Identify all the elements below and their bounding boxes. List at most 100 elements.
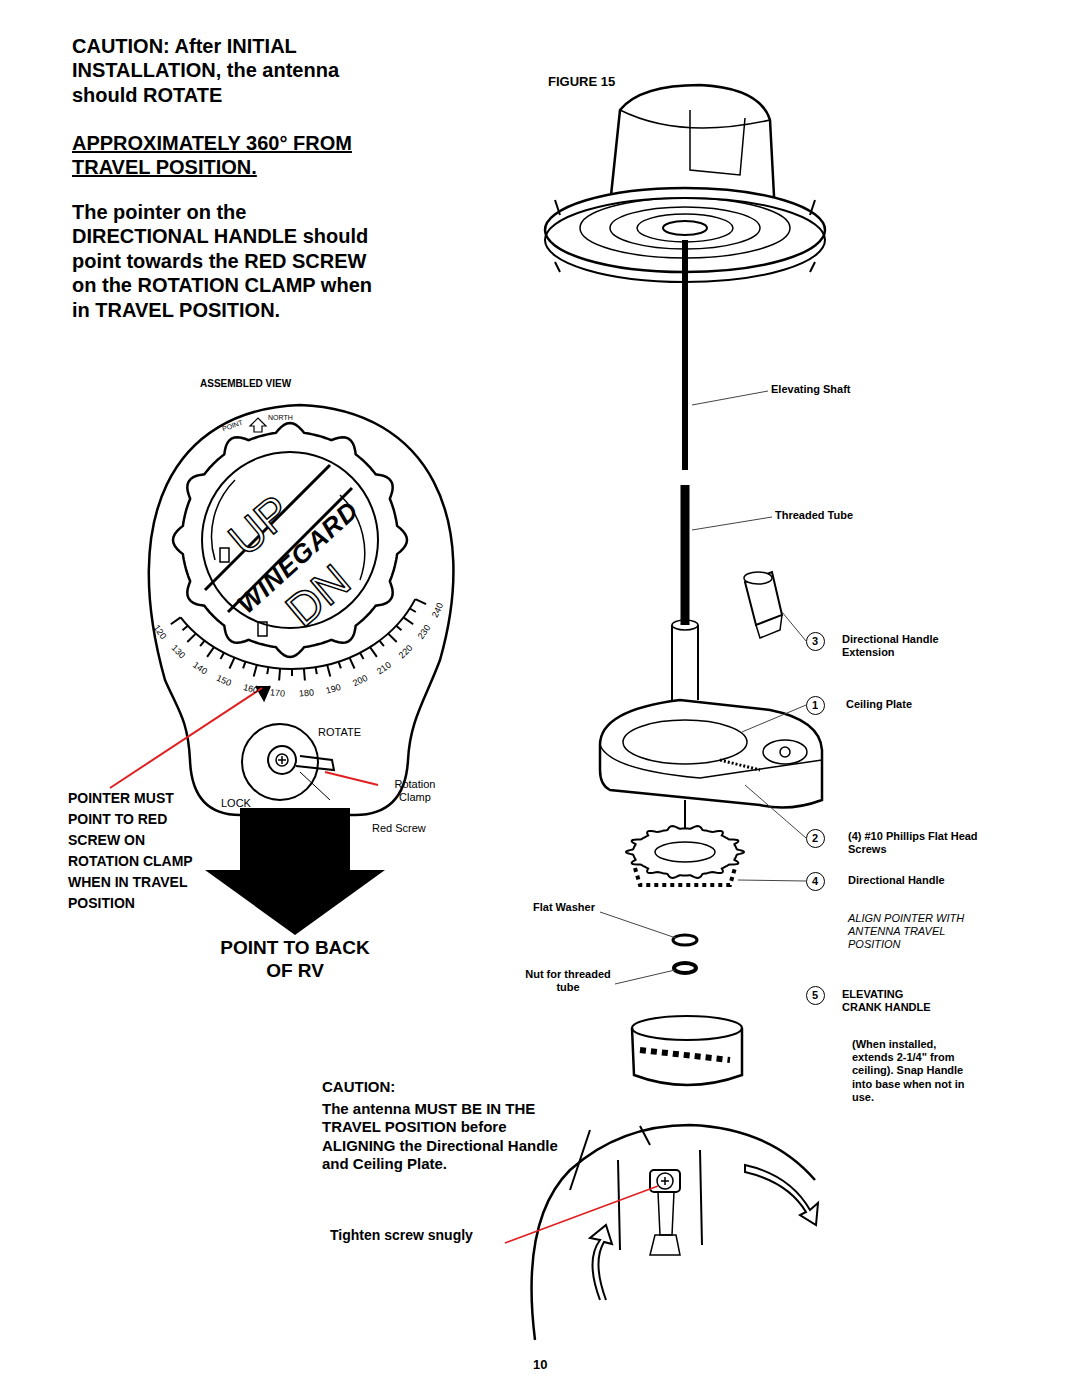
part-label: 10 — [533, 1357, 547, 1373]
drawing-part — [672, 620, 698, 630]
instruction-text: POINTER MUST POINT TO RED SCREW ON ROTAT… — [68, 788, 193, 914]
drawing-part — [780, 747, 790, 757]
drawing-part — [763, 740, 807, 764]
drawing-part — [650, 1235, 680, 1255]
part-label: Ceiling Plate — [846, 698, 912, 711]
part-label: Rotation Clamp — [380, 778, 450, 804]
drawing-part — [650, 1170, 680, 1192]
scale-tick — [350, 658, 355, 669]
scale-number: 130 — [169, 642, 187, 660]
drawing-part — [258, 622, 267, 636]
scale-number: 210 — [375, 659, 394, 676]
callout-number: 3 — [806, 632, 825, 651]
scale-tick — [410, 609, 416, 613]
part-label: ALIGN POINTER WITH ANTENNA TRAVEL POSITI… — [848, 912, 973, 952]
scale-tick — [291, 669, 293, 676]
drawing-part — [149, 405, 454, 815]
part-label: Threaded Tube — [775, 509, 853, 522]
red-leader — [110, 688, 262, 788]
drawing-part — [626, 826, 744, 878]
part-label: ASSEMBLED VIEW — [200, 378, 291, 390]
drawing-part — [635, 868, 735, 885]
scale-tick — [388, 634, 397, 642]
part-label: POINT TO BACK OF RV — [205, 937, 385, 983]
drawing-part — [268, 746, 296, 774]
scale-number: 240 — [430, 601, 446, 619]
drawing-part — [661, 1177, 669, 1185]
drawing-part — [657, 1173, 673, 1189]
drawing-part — [681, 485, 690, 625]
scale-tick — [396, 626, 401, 631]
drawing-part — [742, 705, 806, 732]
scale-tick — [360, 653, 364, 659]
part-label: Directional Handle — [848, 874, 948, 887]
drawing-part — [637, 214, 733, 242]
scale-tick — [370, 647, 377, 657]
part-label: (When installed, extends 2-1/4" from cei… — [852, 1038, 967, 1104]
scale-tick — [316, 667, 317, 674]
scale-tick — [171, 617, 181, 624]
scale-number: 180 — [298, 688, 314, 700]
caution-text: CAUTION: After INITIAL INSTALLATION, the… — [72, 34, 357, 107]
scale-number: 140 — [190, 659, 209, 676]
callout-number-text: 4 — [812, 875, 818, 887]
scale-tick — [279, 669, 280, 681]
part-label: POINT — [221, 419, 244, 434]
part-label: Red Screw — [372, 822, 426, 835]
scale-number: 200 — [351, 673, 369, 689]
callout-number-text: 5 — [812, 989, 818, 1001]
caution-text: The antenna MUST BE IN THE TRAVEL POSITI… — [322, 1100, 577, 1173]
callout-number: 2 — [806, 829, 825, 848]
scale-tick — [304, 669, 305, 681]
scale-number: 150 — [215, 673, 233, 689]
drawing-part — [600, 912, 676, 938]
part-label: Tighten screw snugly — [330, 1227, 473, 1244]
part-label: FIGURE 15 — [548, 74, 615, 90]
scale-tick — [207, 647, 214, 657]
scale-number: 230 — [415, 623, 432, 642]
scale-tick — [415, 599, 426, 604]
scale-tick — [327, 665, 330, 677]
drawing-part — [632, 1028, 742, 1085]
drawing-part — [620, 110, 770, 128]
drawing-part — [672, 625, 698, 700]
caution-text: APPROXIMATELY 360° FROM TRAVEL POSITION. — [72, 131, 357, 180]
scale-number: 170 — [270, 688, 286, 700]
drawing-part — [296, 756, 334, 770]
scale-tick — [221, 653, 225, 659]
scale-number: 120 — [151, 623, 168, 642]
leader-lines — [600, 391, 806, 984]
part-label: Flat Washer — [533, 901, 595, 914]
part-label: NORTH — [268, 414, 293, 422]
drawing-part — [220, 548, 229, 562]
part-label: LOCK — [221, 797, 251, 810]
drawing-part — [615, 970, 675, 984]
part-label: Elevating Shaft — [771, 383, 850, 396]
callout-number-text: 2 — [812, 832, 818, 844]
drawing-part — [632, 1016, 742, 1040]
drawing-part — [278, 756, 286, 764]
drawing-part — [692, 391, 768, 405]
drawing-part — [250, 418, 266, 432]
callout-number: 1 — [806, 696, 825, 715]
scale-tick — [403, 617, 413, 624]
drawing-part — [663, 221, 707, 235]
drawing-part — [744, 572, 772, 584]
drawing-part — [682, 240, 688, 470]
drawing-part — [692, 517, 772, 530]
drawing-part — [738, 880, 806, 881]
drawing-part — [590, 1225, 612, 1300]
part-label: ROTATE — [318, 726, 361, 739]
drawing-part — [756, 615, 782, 638]
scale-number: 190 — [325, 682, 342, 696]
drawing-part — [640, 1050, 730, 1060]
callout-number-text: 1 — [812, 699, 818, 711]
part-label: (4) #10 Phillips Flat Head Screws — [848, 830, 993, 856]
drawing-part — [745, 572, 782, 625]
drawing-part — [600, 700, 822, 808]
caution-text: The pointer on the DIRECTIONAL HANDLE sh… — [72, 200, 372, 322]
drawing-part — [655, 842, 715, 862]
drawing-part — [570, 1126, 650, 1190]
part-label: Directional Handle Extension — [842, 633, 977, 659]
